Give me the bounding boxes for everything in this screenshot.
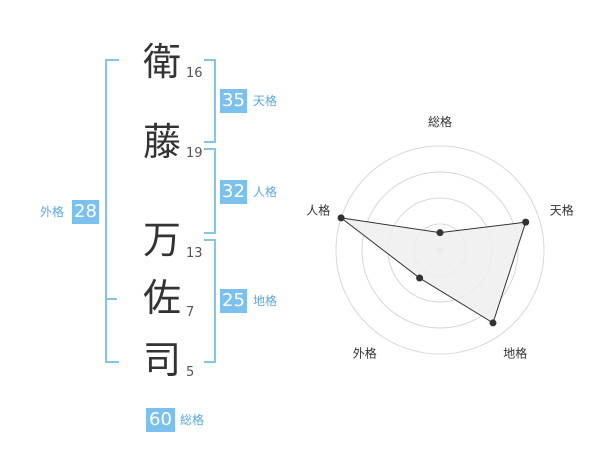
radar-ring-3 [361, 171, 519, 329]
chikaku-value-badge: 25 [220, 289, 247, 313]
name-char-2: 藤 [142, 120, 181, 164]
gaikaku-bracket [105, 59, 119, 363]
jinkaku-value-badge: 32 [220, 180, 247, 204]
soukaku-value-badge: 60 [146, 408, 175, 432]
tenkaku-bracket [204, 59, 216, 143]
radar-point-1 [436, 229, 444, 237]
jinkaku-bracket [204, 148, 216, 234]
tenkaku-label: 天格 [253, 94, 278, 108]
radar-point-4 [416, 274, 424, 282]
jinkaku-label: 人格 [253, 185, 278, 199]
radar-point-2 [522, 218, 530, 226]
chikaku-label: 地格 [253, 294, 278, 308]
stroke-count-3: 13 [186, 246, 203, 261]
name-char-1: 衛 [142, 40, 181, 84]
stroke-count-4: 7 [186, 305, 195, 320]
gaikaku-bracket-tick [105, 298, 117, 300]
radar-axis-label-2: 天格 [550, 202, 574, 217]
radar-polygon [340, 217, 527, 324]
stroke-count-5: 5 [186, 365, 195, 380]
radar-point-3 [489, 319, 497, 327]
soukaku-label: 総格 [180, 413, 205, 427]
radar-axis-label-3: 地格 [503, 346, 527, 361]
stroke-count-1: 16 [186, 66, 203, 81]
radar-ring-4 [335, 145, 545, 355]
stroke-count-2: 19 [186, 146, 203, 161]
gaikaku-label: 外格 [40, 205, 65, 219]
gaikaku-value-badge: 28 [72, 200, 99, 224]
radar-axis-label-1: 総格 [428, 114, 452, 129]
radar-axis-label-4: 外格 [353, 346, 377, 361]
tenkaku-value-badge: 35 [220, 89, 247, 113]
radar-axis-label-5: 人格 [306, 202, 330, 217]
name-char-4: 佐 [142, 276, 181, 320]
name-char-5: 司 [142, 338, 181, 382]
chikaku-bracket [204, 239, 216, 363]
name-char-3: 万 [142, 218, 181, 262]
radar-point-5 [337, 214, 345, 222]
